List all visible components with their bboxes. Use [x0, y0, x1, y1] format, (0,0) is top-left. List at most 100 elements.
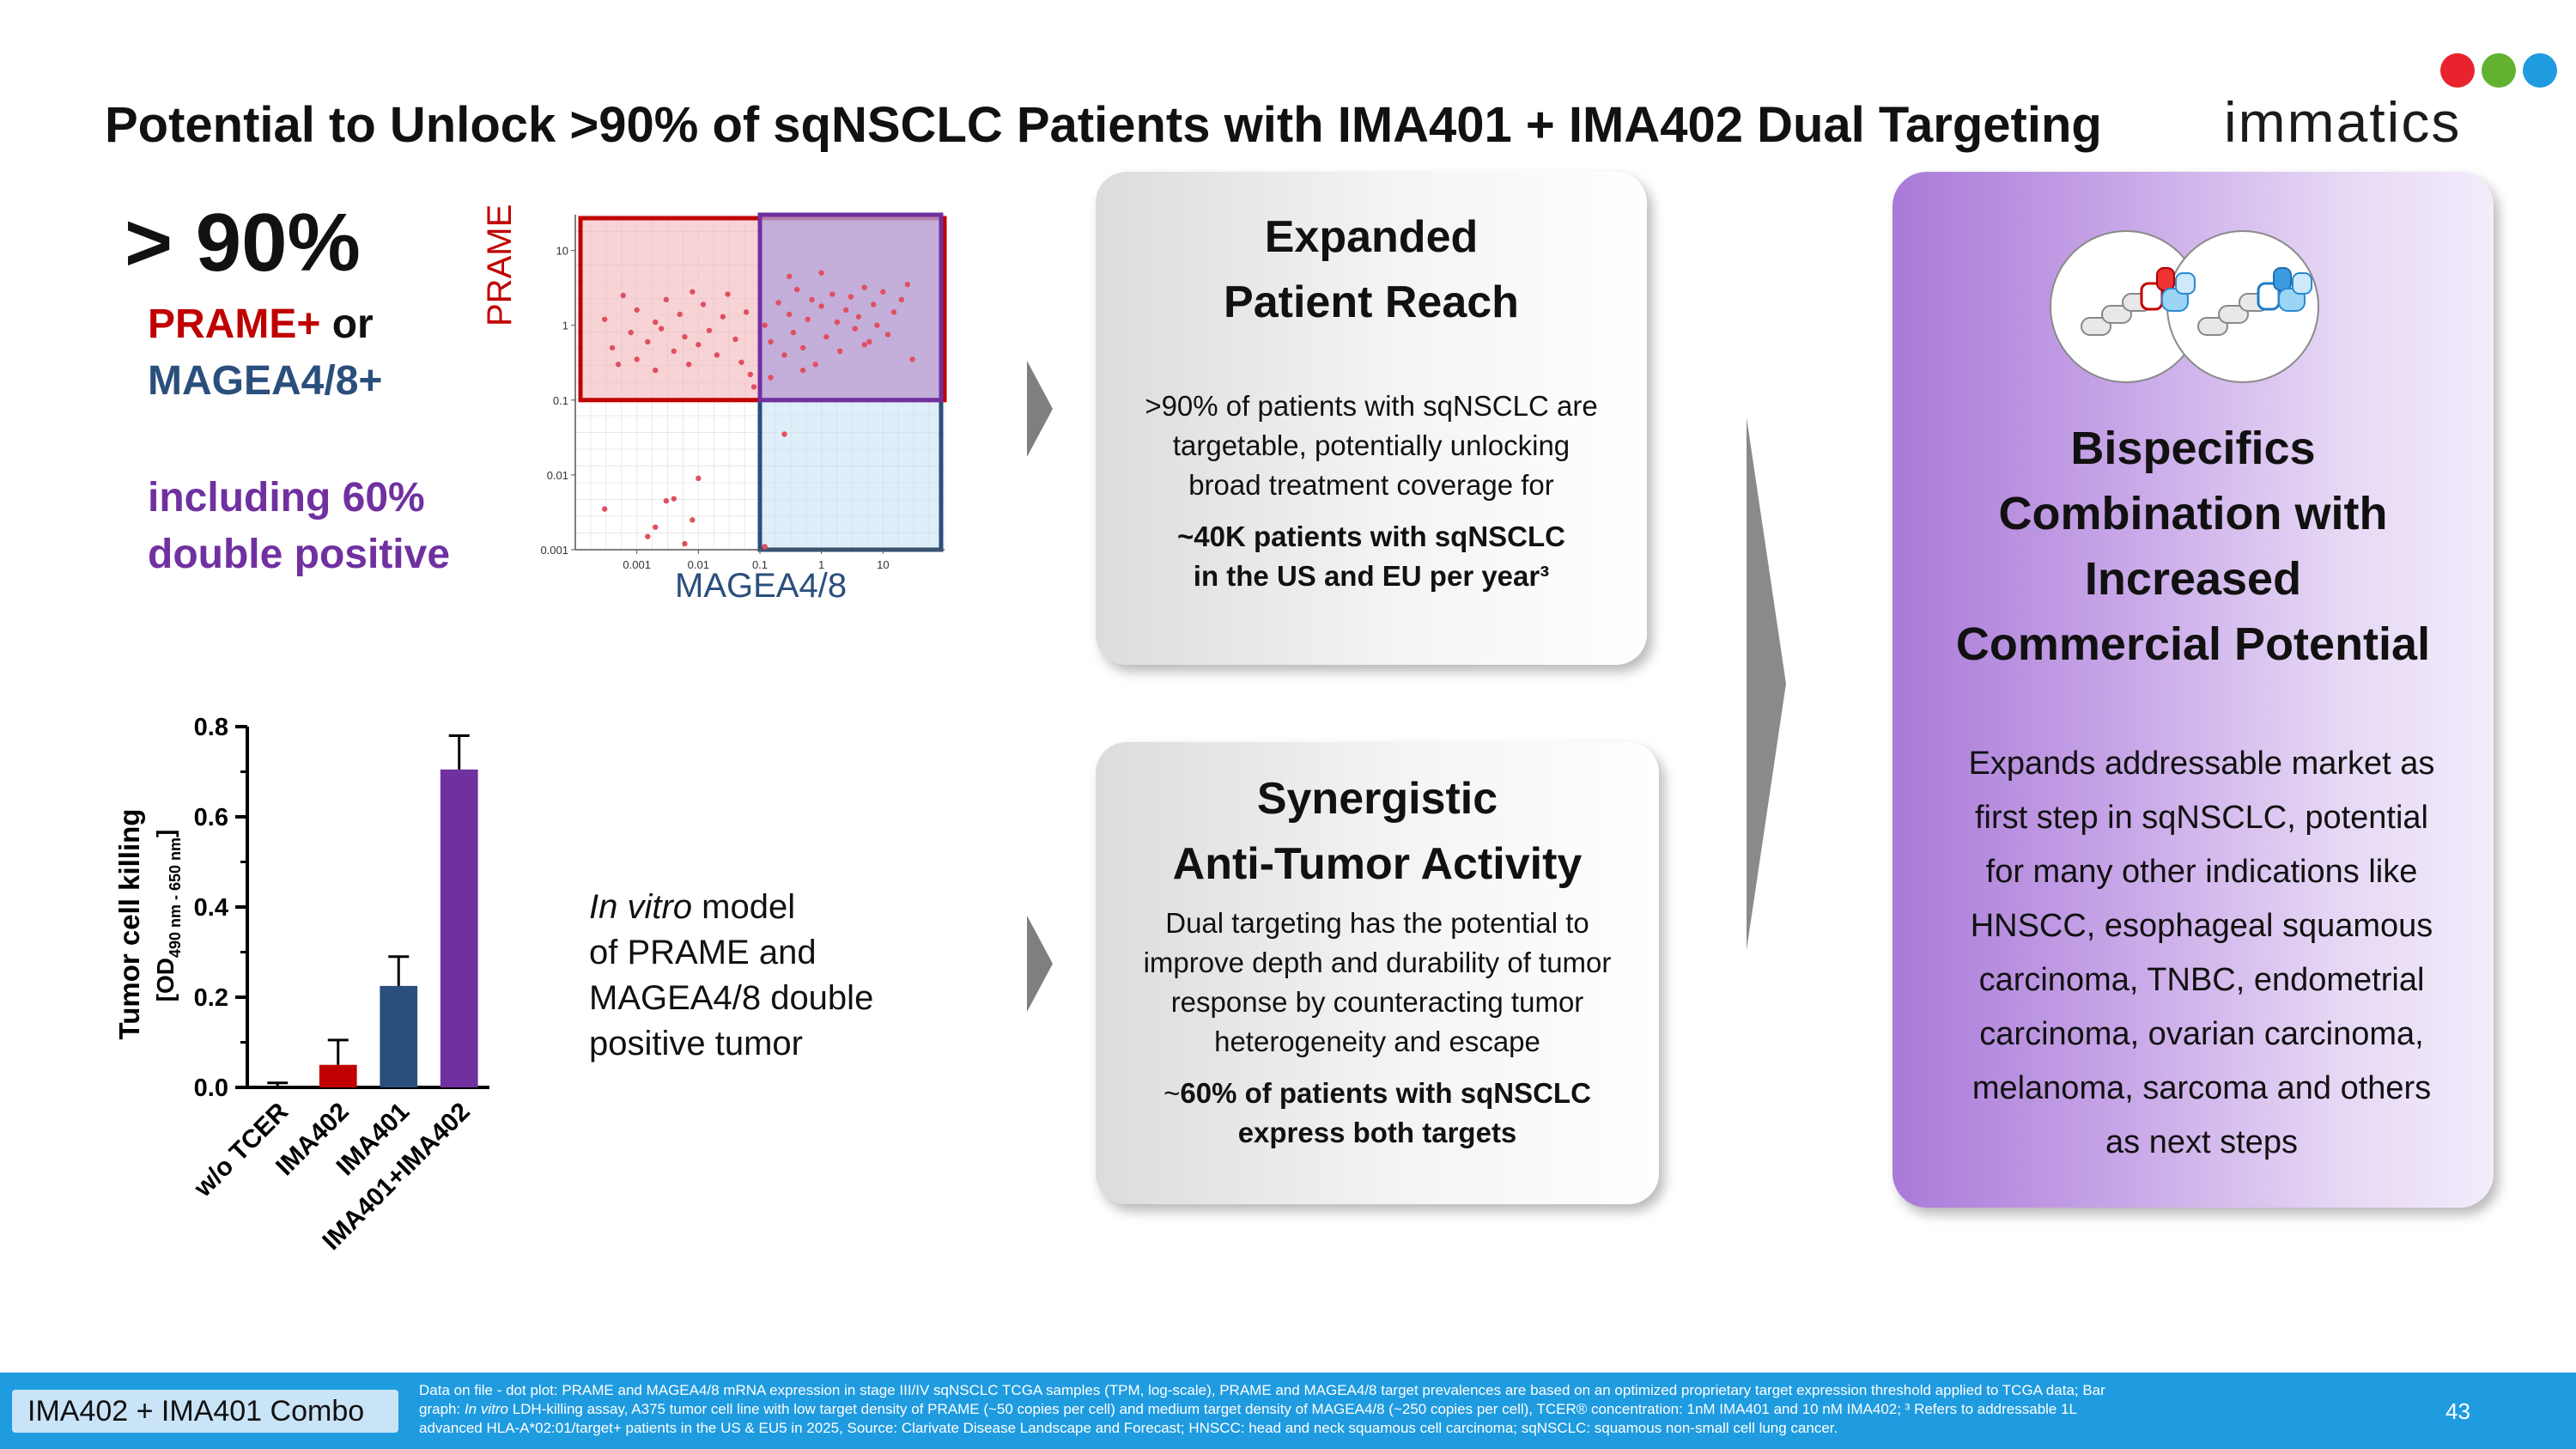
- data-point: [601, 316, 608, 322]
- in-vitro-line2: of PRAME and: [589, 934, 817, 971]
- x-tick-label: w/o TCER: [188, 1097, 294, 1202]
- data-point: [677, 311, 683, 318]
- expanded-patient-reach-card: Expanded Patient Reach >90% of patients …: [1096, 172, 1647, 665]
- card-body: >90% of patients with sqNSCLC are target…: [1096, 387, 1647, 505]
- card-body-line: melanoma, sarcoma and others: [1971, 1070, 2432, 1106]
- data-point: [706, 327, 713, 334]
- data-point: [809, 296, 815, 303]
- immatics-logo: immatics: [2224, 53, 2557, 156]
- in-vitro-line1: In vitro model: [589, 885, 873, 930]
- data-point: [793, 286, 800, 293]
- bar: [440, 769, 478, 1087]
- y-tick-label: 0.2: [194, 984, 228, 1012]
- data-point: [653, 367, 659, 374]
- y-axis-label: Tumor cell killing: [113, 809, 145, 1040]
- commercial-potential-card: Bispecifics Combination with Increased C…: [1893, 172, 2494, 1208]
- card-title-line: Increased: [2084, 553, 2302, 605]
- data-point: [842, 307, 849, 314]
- footnote-line: Data on file - dot plot: PRAME and MAGEA…: [419, 1382, 2105, 1398]
- y-tick-label: 0.01: [547, 469, 568, 482]
- data-point: [874, 322, 880, 328]
- data-point: [799, 367, 806, 374]
- data-point: [866, 338, 872, 345]
- data-point: [790, 329, 797, 336]
- bispecific-molecules-icon: [2050, 230, 2319, 383]
- data-point: [696, 475, 702, 482]
- stat-double-line1: including 60%: [148, 475, 425, 521]
- y-tick-label: 0.001: [540, 544, 568, 557]
- data-point: [601, 506, 608, 512]
- footnote-span: graph:: [419, 1401, 465, 1417]
- data-point: [880, 289, 886, 295]
- large-arrow-right-icon: [1747, 417, 1786, 950]
- card-title-line: Expanded: [1264, 212, 1479, 262]
- data-point: [786, 273, 793, 279]
- data-point: [663, 296, 670, 303]
- card-body-line: response by counteracting tumor: [1170, 986, 1584, 1018]
- card-body-line: improve depth and durability of tumor: [1143, 947, 1612, 978]
- data-point: [653, 319, 659, 326]
- arrow-right-icon: [1027, 916, 1053, 1012]
- card-body-line: broad treatment coverage for: [1188, 469, 1554, 501]
- card-highlight-line: ~40K patients with sqNSCLC: [1177, 521, 1565, 552]
- data-point: [805, 316, 811, 322]
- data-point: [781, 431, 787, 437]
- card-body-line: as next steps: [2105, 1124, 2298, 1160]
- x-tick-label: 0.1: [752, 558, 768, 571]
- card-body-line: first step in sqNSCLC, potential: [1974, 800, 2428, 836]
- card-body-line: Expands addressable market as: [1968, 746, 2435, 782]
- y-tick-label: 0.6: [194, 804, 228, 831]
- card-highlight: ~60% of patients with sqNSCLC express bo…: [1096, 1074, 1659, 1153]
- card-body-line: carcinoma, TNBC, endometrial: [1978, 962, 2425, 998]
- data-point: [645, 533, 651, 539]
- data-point: [634, 307, 640, 314]
- data-point: [799, 344, 806, 351]
- data-point: [682, 540, 688, 547]
- card-title: Expanded Patient Reach: [1096, 172, 1647, 335]
- data-point: [690, 517, 696, 523]
- dot-plot-y-label: PRAME: [481, 204, 519, 326]
- card-body-line: HNSCC, esophageal squamous: [1970, 908, 2433, 944]
- data-point: [620, 292, 626, 299]
- data-point: [904, 282, 911, 288]
- x-tick-label: 1: [818, 558, 824, 571]
- data-point: [743, 309, 750, 315]
- stat-double-line2: double positive: [148, 532, 451, 577]
- data-point: [818, 303, 824, 309]
- data-point: [714, 352, 720, 358]
- card-body-line: >90% of patients with sqNSCLC are: [1145, 390, 1598, 422]
- data-point: [890, 309, 897, 315]
- data-point: [786, 311, 793, 318]
- x-tick-label: 10: [877, 558, 889, 571]
- data-point: [732, 336, 738, 343]
- data-point: [852, 326, 858, 332]
- data-point: [834, 319, 841, 326]
- x-tick-label: 0.01: [688, 558, 709, 571]
- x-tick-label: 0.001: [623, 558, 651, 571]
- data-point: [725, 291, 731, 297]
- data-point: [671, 348, 677, 355]
- card-highlight-prefix: ~: [1163, 1077, 1181, 1109]
- data-point: [750, 384, 757, 390]
- footer-section-tag: IMA402 + IMA401 Combo: [12, 1390, 398, 1433]
- unit-subscript: 490 nm - 650 nm: [167, 837, 184, 958]
- y-tick-label: 0.8: [194, 714, 228, 741]
- y-axis-unit-label: [OD490 nm - 650 nm]: [152, 830, 184, 1002]
- data-point: [762, 544, 768, 550]
- data-point: [690, 289, 696, 295]
- data-point: [812, 362, 818, 368]
- footer-footnote: Data on file - dot plot: PRAME and MAGEA…: [419, 1381, 2394, 1438]
- data-point: [747, 371, 754, 378]
- card-title-line: Commercial Potential: [1955, 618, 2431, 670]
- data-point: [823, 333, 829, 340]
- data-point: [818, 270, 824, 276]
- data-point: [645, 338, 651, 345]
- footer-bar: [0, 1373, 2576, 1449]
- card-highlight-line: express both targets: [1237, 1117, 1517, 1148]
- stat-or-label: or: [320, 301, 374, 347]
- stat-magea: MAGEA4/8+: [148, 358, 383, 404]
- stat-prame: PRAME+ or: [148, 301, 374, 348]
- card-highlight-text: 60% of patients with sqNSCLC: [1180, 1077, 1591, 1109]
- card-title-line: Patient Reach: [1224, 277, 1519, 327]
- data-point: [628, 329, 634, 336]
